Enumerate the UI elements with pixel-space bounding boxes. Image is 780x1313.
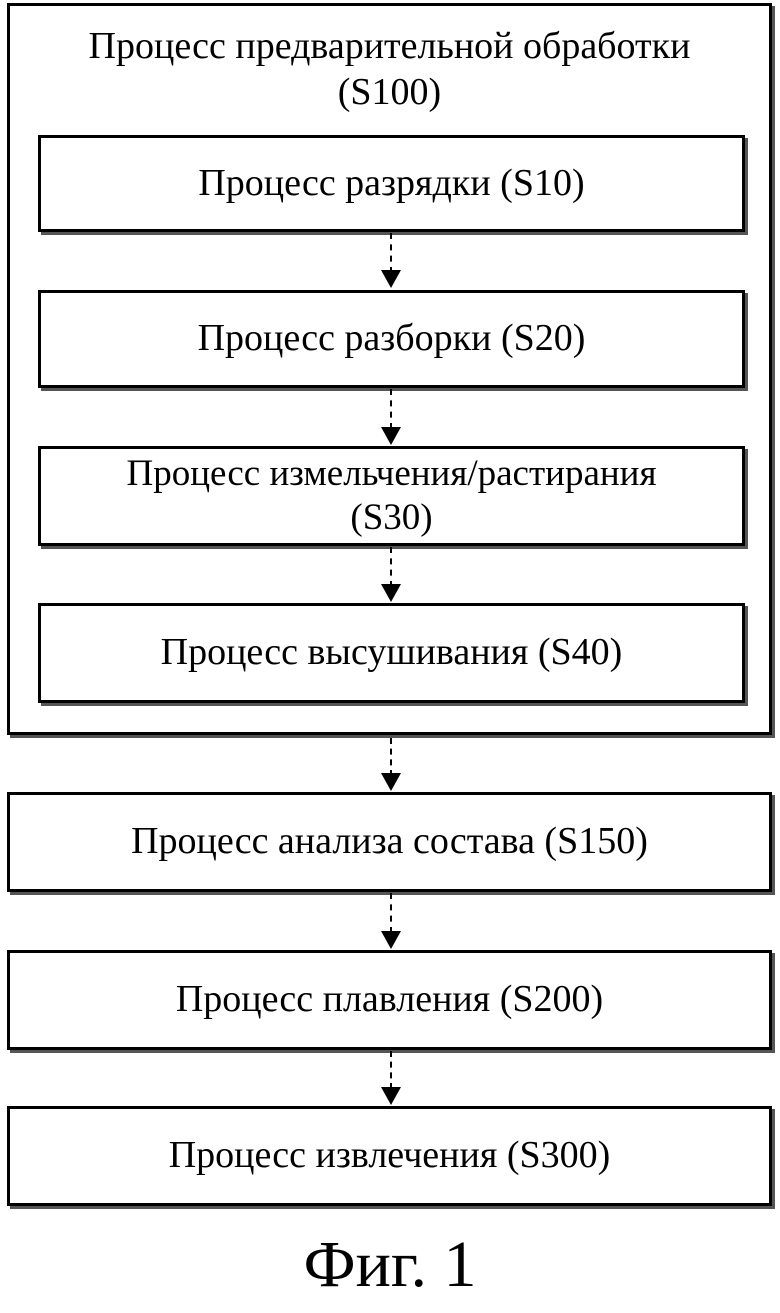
figure-caption: Фиг. 1 <box>0 1232 780 1298</box>
step-s300-label: Процесс извлечения (S300) <box>169 1133 611 1179</box>
arrow-s100-s150 <box>381 738 401 791</box>
step-s10-label: Процесс разрядки (S10) <box>198 161 584 207</box>
step-s30-label-line1: Процесс измельчения/растирания <box>127 452 657 496</box>
step-s40-box: Процесс высушивания (S40) <box>38 603 745 703</box>
arrow-s20-s30 <box>381 389 401 445</box>
arrow-s200-s300 <box>381 1051 401 1105</box>
step-s200-label: Процесс плавления (S200) <box>176 977 603 1023</box>
arrow-s150-s200 <box>381 893 401 949</box>
step-s40-label: Процесс высушивания (S40) <box>161 630 623 676</box>
step-s300-box: Процесс извлечения (S300) <box>7 1106 772 1206</box>
step-s200-box: Процесс плавления (S200) <box>7 950 772 1050</box>
step-s20-label: Процесс разборки (S20) <box>198 316 586 362</box>
arrow-s30-s40 <box>381 547 401 602</box>
step-s150-box: Процесс анализа состава (S150) <box>7 792 772 892</box>
preprocess-title-line1: Процесс предварительной обработки <box>10 24 769 70</box>
preprocess-title: Процесс предварительной обработки (S100) <box>10 24 769 115</box>
arrow-s10-s20 <box>381 233 401 288</box>
preprocess-title-line2: (S100) <box>10 70 769 116</box>
step-s150-label: Процесс анализа состава (S150) <box>131 819 648 865</box>
step-s20-box: Процесс разборки (S20) <box>38 290 745 388</box>
step-s30-label-line2: (S30) <box>127 496 657 540</box>
step-s30-box: Процесс измельчения/растирания (S30) <box>38 446 745 546</box>
step-s10-box: Процесс разрядки (S10) <box>38 135 745 232</box>
